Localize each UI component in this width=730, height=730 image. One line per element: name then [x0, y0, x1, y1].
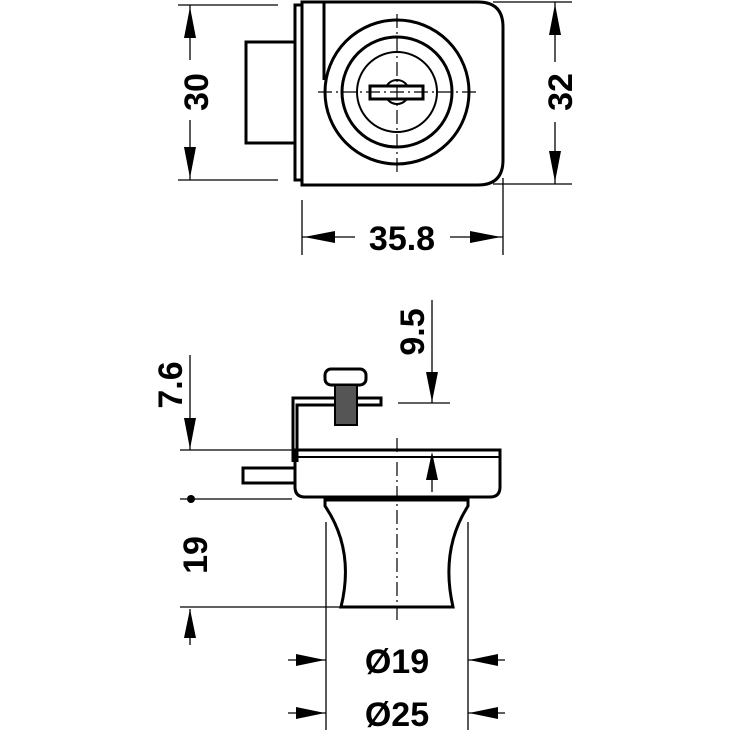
dim-label-7-6: 7.6 [152, 361, 190, 408]
knob-outline [323, 498, 470, 609]
top-view: 30 32 35.8 [178, 0, 580, 258]
screw-thread [334, 384, 358, 426]
dim-label-30: 30 [178, 73, 216, 111]
bracket [291, 396, 383, 462]
dim-label-diameter-25: Ø25 [365, 696, 429, 730]
dim-label-35-8: 35.8 [369, 220, 435, 258]
dim-label-diameter-19: Ø19 [365, 643, 429, 681]
latch-tab [241, 466, 297, 485]
screw-head [323, 367, 368, 387]
side-view: 9.5 7.6 19 Ø19 Ø25 [152, 300, 505, 730]
latch-tab [244, 40, 297, 145]
body-outline [293, 448, 502, 499]
dim-label-19: 19 [177, 536, 215, 574]
dim-label-32: 32 [542, 73, 580, 111]
dim-label-9-5: 9.5 [394, 308, 432, 355]
lock-body-outline [300, 0, 505, 187]
